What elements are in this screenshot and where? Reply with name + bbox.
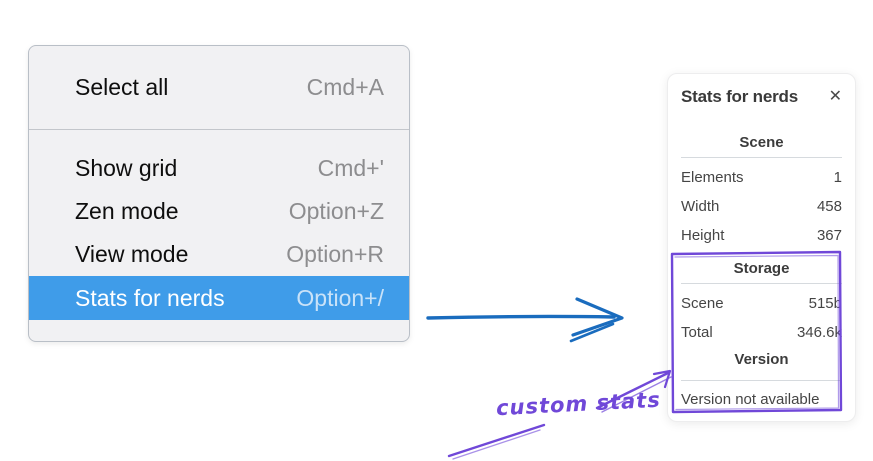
flow-arrow [426, 297, 624, 343]
menu-item-show-grid[interactable]: Show grid Cmd+' [29, 147, 409, 190]
menu-item-select-all[interactable]: Select all Cmd+A [29, 46, 409, 129]
section-heading-version: Version [734, 351, 789, 368]
stat-row-scene-size: Scene 515b [681, 289, 842, 318]
menu-item-shortcut: Cmd+' [317, 155, 384, 181]
menu-item-label: Select all [75, 74, 169, 100]
menu-item-label: Stats for nerds [75, 284, 225, 311]
section-heading-storage: Storage [733, 260, 790, 277]
menu-item-shortcut: Option+/ [296, 284, 384, 311]
stat-value: 1 [833, 169, 842, 186]
menu-item-label: Zen mode [75, 198, 179, 224]
stat-label: Elements [681, 169, 744, 186]
stat-row-height: Height 367 [681, 221, 842, 250]
stat-value: 515b [808, 295, 842, 312]
context-menu: Select all Cmd+A Show grid Cmd+' Zen mod… [28, 45, 410, 342]
stats-panel-header: Stats for nerds ✕ [681, 86, 842, 108]
scene-rows: Elements 1 Width 458 Height 367 [681, 163, 842, 250]
menu-item-stats-for-nerds[interactable]: Stats for nerds Option+/ [29, 276, 409, 320]
menu-divider [29, 129, 409, 130]
storage-rows: Scene 515b Total 346.6k [681, 289, 842, 347]
stat-row-total-size: Total 346.6k [681, 318, 842, 347]
stats-panel-title: Stats for nerds [681, 87, 798, 106]
section-divider [681, 283, 842, 284]
menu-item-shortcut: Cmd+A [306, 74, 384, 100]
menu-item-zen-mode[interactable]: Zen mode Option+Z [29, 190, 409, 233]
stat-label: Width [681, 198, 720, 215]
section-divider [681, 380, 842, 381]
version-note: Version not available [681, 390, 820, 408]
stat-value: 367 [816, 227, 842, 244]
stat-value: 458 [816, 198, 842, 215]
stat-row-width: Width 458 [681, 192, 842, 221]
menu-item-shortcut: Option+Z [288, 198, 384, 224]
menu-group: Show grid Cmd+' Zen mode Option+Z View m… [29, 130, 409, 320]
stat-value: 346.6k [796, 324, 842, 341]
stat-label: Scene [681, 295, 724, 312]
stat-label: Total [681, 324, 713, 341]
menu-item-label: View mode [75, 241, 189, 267]
section-heading-scene: Scene [739, 134, 784, 151]
close-icon[interactable]: ✕ [828, 88, 842, 105]
stat-row-elements: Elements 1 [681, 163, 842, 192]
section-divider [681, 157, 842, 158]
stat-label: Height [681, 227, 725, 244]
stats-panel: Stats for nerds ✕ Scene Elements 1 Width… [667, 73, 856, 422]
custom-stats-annotation-label: custom stats [495, 387, 662, 421]
menu-item-label: Show grid [75, 155, 178, 181]
menu-item-shortcut: Option+R [286, 241, 384, 267]
menu-item-view-mode[interactable]: View mode Option+R [29, 233, 409, 276]
